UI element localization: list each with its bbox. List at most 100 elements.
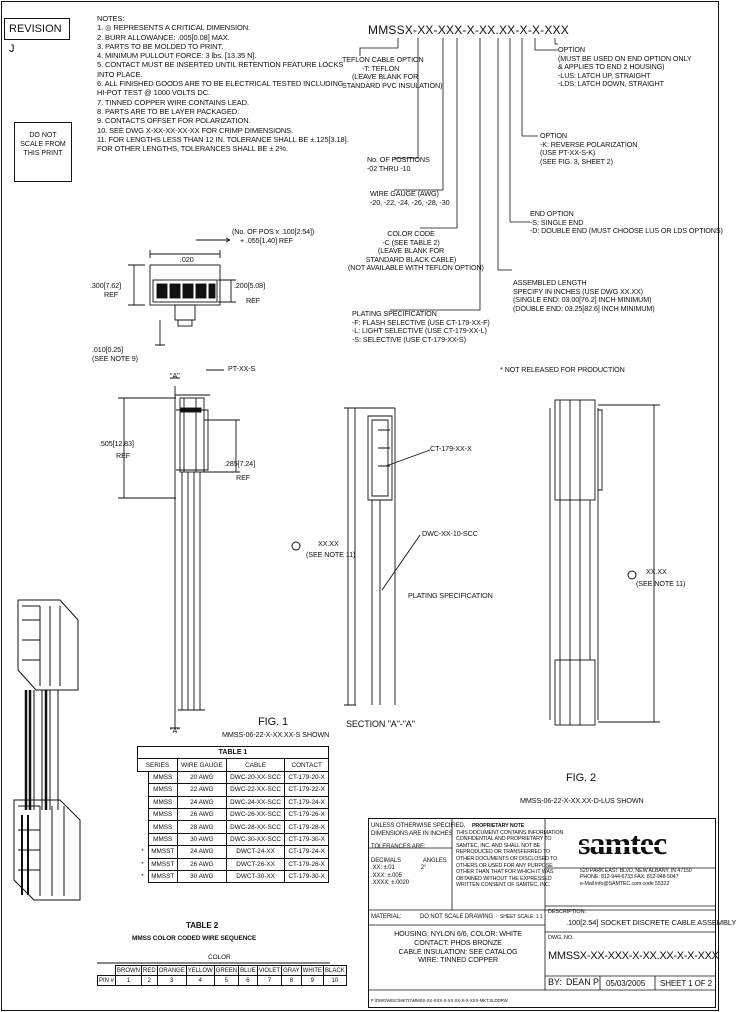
- teflon-line: (LEAVE BLANK FOR: [352, 72, 419, 82]
- pt-label: PT-XX-S: [228, 364, 256, 373]
- table1-header: SERIES: [137, 758, 178, 772]
- assembled-length-line: (DOUBLE END: 03.25[82.6] INCH MINIMUM): [513, 303, 655, 313]
- section-mark-bottom: "A": [170, 726, 180, 735]
- option2-line: (SEE FIG. 3, SHEET 2): [540, 156, 613, 166]
- wire-gauge-callout: WIRE GAUGE (AWG) -20, -22, -24, -26, -28…: [370, 189, 450, 207]
- part-number-code: MMSSX-XX-XXX-X-XX.XX-X-X-XXX: [368, 23, 569, 37]
- proprietary-note: PROPRIETARY NOTE THIS DOCUMENT CONTAINS …: [456, 823, 564, 889]
- option-line: -LUS: LATCH UP, STRAIGHT: [558, 70, 651, 80]
- end-option-line: -D: DOUBLE END (MUST CHOOSE LUS OR LDS O…: [530, 226, 723, 236]
- dns-line-2: SCALE FROM: [20, 141, 66, 148]
- assembled-length-callout: ASSEMBLED LENGTH SPECIFY IN INCHES (USE …: [513, 278, 655, 313]
- see-note-9: (SEE NOTE 9): [92, 354, 138, 363]
- color-code-line: STANDARD BLACK CABLE): [365, 254, 457, 264]
- see-note-11-right: (SEE NOTE 11): [636, 579, 686, 588]
- end-option-callout: END OPTION -S: SINGLE END -D: DOUBLE END…: [530, 209, 723, 236]
- revision-box: REVISION J: [4, 18, 70, 55]
- color-code-callout: COLOR CODE -C (SEE TABLE 2) (LEAVE BLANK…: [348, 229, 484, 273]
- note-line: 10. SEE DWG X-XX-XX-XX-XX FOR CRIMP DIME…: [97, 125, 294, 135]
- teflon-line: -T: TEFLON: [362, 63, 400, 73]
- teflon-title: TEFLON CABLE OPTION: [342, 55, 424, 64]
- table1-header: CABLE: [225, 758, 286, 772]
- dwg-no-label: DWG. NO.: [548, 935, 574, 941]
- assembled-length-line: (SINGLE END: 03.00[76.2] INCH MINIMUM): [513, 295, 652, 305]
- table2-color-header: COLOR: [208, 954, 231, 961]
- description-label: DESCRIPTION:: [548, 909, 586, 915]
- note-line: 2. BURR ALLOWANCE: .005[0.08] MAX.: [97, 32, 230, 42]
- note-line: HI-POT TEST @ 1000 VOLTS DC.: [97, 88, 211, 98]
- description-value: .100[2.54] SOCKET DISCRETE CABLE ASSEMBL…: [566, 918, 736, 927]
- notes-title: NOTES:: [97, 14, 125, 23]
- by-value: DEAN P: [566, 977, 599, 987]
- note-line: INTO PLACE.: [97, 69, 143, 79]
- positions-title: No. OF POSITIONS: [367, 155, 430, 164]
- by-label: BY:: [548, 977, 562, 987]
- material-label: MATERIAL:: [371, 914, 402, 920]
- fig2-label: FIG. 2: [566, 772, 596, 784]
- note-line: 1. ◎ REPRESENTS A CRITICAL DIMENSION.: [97, 23, 251, 33]
- option2-line: -K: REVERSE POLARIZATION: [540, 139, 638, 149]
- section-aa-view: [344, 407, 431, 706]
- plating-title: PLATING SPECIFICATION: [352, 309, 437, 318]
- wire-gauge-values: -20, -22, -24, -26, -28, -30: [370, 197, 450, 207]
- pos-dim-line: (No. OF POS x .100[2.54]): [232, 227, 315, 236]
- connector-top-view: [128, 237, 236, 346]
- drawing-linework: [1, 1, 719, 1011]
- fig2-caption: MMSS-06-22-X-XX.XX-D-LUS SHOWN: [520, 796, 644, 805]
- not-released-note: * NOT RELEASED FOR PRODUCTION: [500, 365, 625, 374]
- table1-header: WIRE GAUGE: [176, 758, 227, 772]
- ct-label: CT-179-XX-X: [430, 444, 472, 453]
- color-code-title: COLOR CODE: [387, 229, 435, 238]
- section-aa-label: SECTION "A"-"A": [346, 719, 415, 729]
- dim-ref: REF: [104, 290, 119, 299]
- color-code-line: (NOT AVAILABLE WITH TEFLON OPTION): [348, 263, 484, 273]
- assembled-length-line: SPECIFY IN INCHES (USE DWG XX.XX): [513, 286, 643, 296]
- option-line: (MUST BE USED ON END OPTION ONLY: [558, 53, 692, 63]
- option-title: OPTION: [558, 45, 585, 54]
- dim-200: .200[5.08]: [234, 281, 265, 290]
- do-not-scale-drawing: DO NOT SCALE DRAWING: [420, 914, 494, 920]
- pos-dim-label: (No. OF POS x .100[2.54]) + .055[1.40] R…: [232, 227, 315, 245]
- option2-title: OPTION: [540, 131, 567, 140]
- part-number-leaders: [359, 38, 558, 311]
- teflon-line: STANDARD PVC INSULATION): [342, 80, 443, 90]
- samtec-logo: samtec: [578, 826, 688, 860]
- see-note-11-left: (SEE NOTE 11): [306, 550, 356, 559]
- do-not-scale-box: DO NOT SCALE FROM THIS PRINT: [14, 122, 72, 182]
- fig1-side-view: [118, 369, 240, 729]
- note-line: 9. CONTACTS OFFSET FOR POLARIZATION.: [97, 116, 251, 126]
- table2-title: TABLE 2: [186, 921, 219, 930]
- table-1: TABLE 1 SERIES WIRE GAUGE CABLE CONTACT …: [137, 745, 329, 884]
- drawing-date: 05/03/2005: [606, 979, 646, 988]
- plating-line: -S: SELECTIVE (USE CT-179-XX-S): [352, 334, 466, 344]
- note-line: 3. PARTS TO BE MOLDED TO PRINT.: [97, 41, 224, 51]
- note-line: 5. CONTACT MUST BE INSERTED UNTIL RETENT…: [97, 60, 344, 70]
- plating-line: -L: LIGHT SELECTIVE (USE CT-179-XX-L): [352, 326, 487, 336]
- materials-list: HOUSING: NYLON 6/6, COLOR: WHITE CONTACT…: [394, 929, 522, 965]
- isometric-illustration: [13, 599, 81, 901]
- fig1-label: FIG. 1: [258, 716, 288, 728]
- company-address: 520 PARK EAST BLVD, NEW ALBANY, IN 47150…: [580, 868, 692, 887]
- end-option-line: -S: SINGLE END: [530, 217, 584, 227]
- dim-010: .010[0.25]: [92, 345, 123, 354]
- color-code-line: -C (SEE TABLE 2): [382, 237, 440, 247]
- table1-header-row: SERIES WIRE GAUGE CABLE CONTACT: [137, 758, 329, 772]
- fig1-caption: MMSS-06-22-X-XX.XX-S SHOWN: [222, 730, 330, 739]
- table1-title: TABLE 1: [137, 745, 329, 760]
- tolerance-block: UNLESS OTHERWISE SPECIFIED, DIMENSIONS A…: [371, 823, 466, 886]
- option-line: & APPLIES TO END 2 HOUSING): [558, 62, 665, 72]
- note-line: 6. ALL FINISHED GOODS ARE TO BE ELECTRIC…: [97, 79, 344, 89]
- dim-ref: REF: [236, 473, 251, 482]
- xx-xx-left: XX.XX: [318, 539, 339, 548]
- positions-callout: No. OF POSITIONS -02 THRU -10: [367, 155, 430, 173]
- teflon-option: TEFLON CABLE OPTION -T: TEFLON (LEAVE BL…: [342, 55, 443, 90]
